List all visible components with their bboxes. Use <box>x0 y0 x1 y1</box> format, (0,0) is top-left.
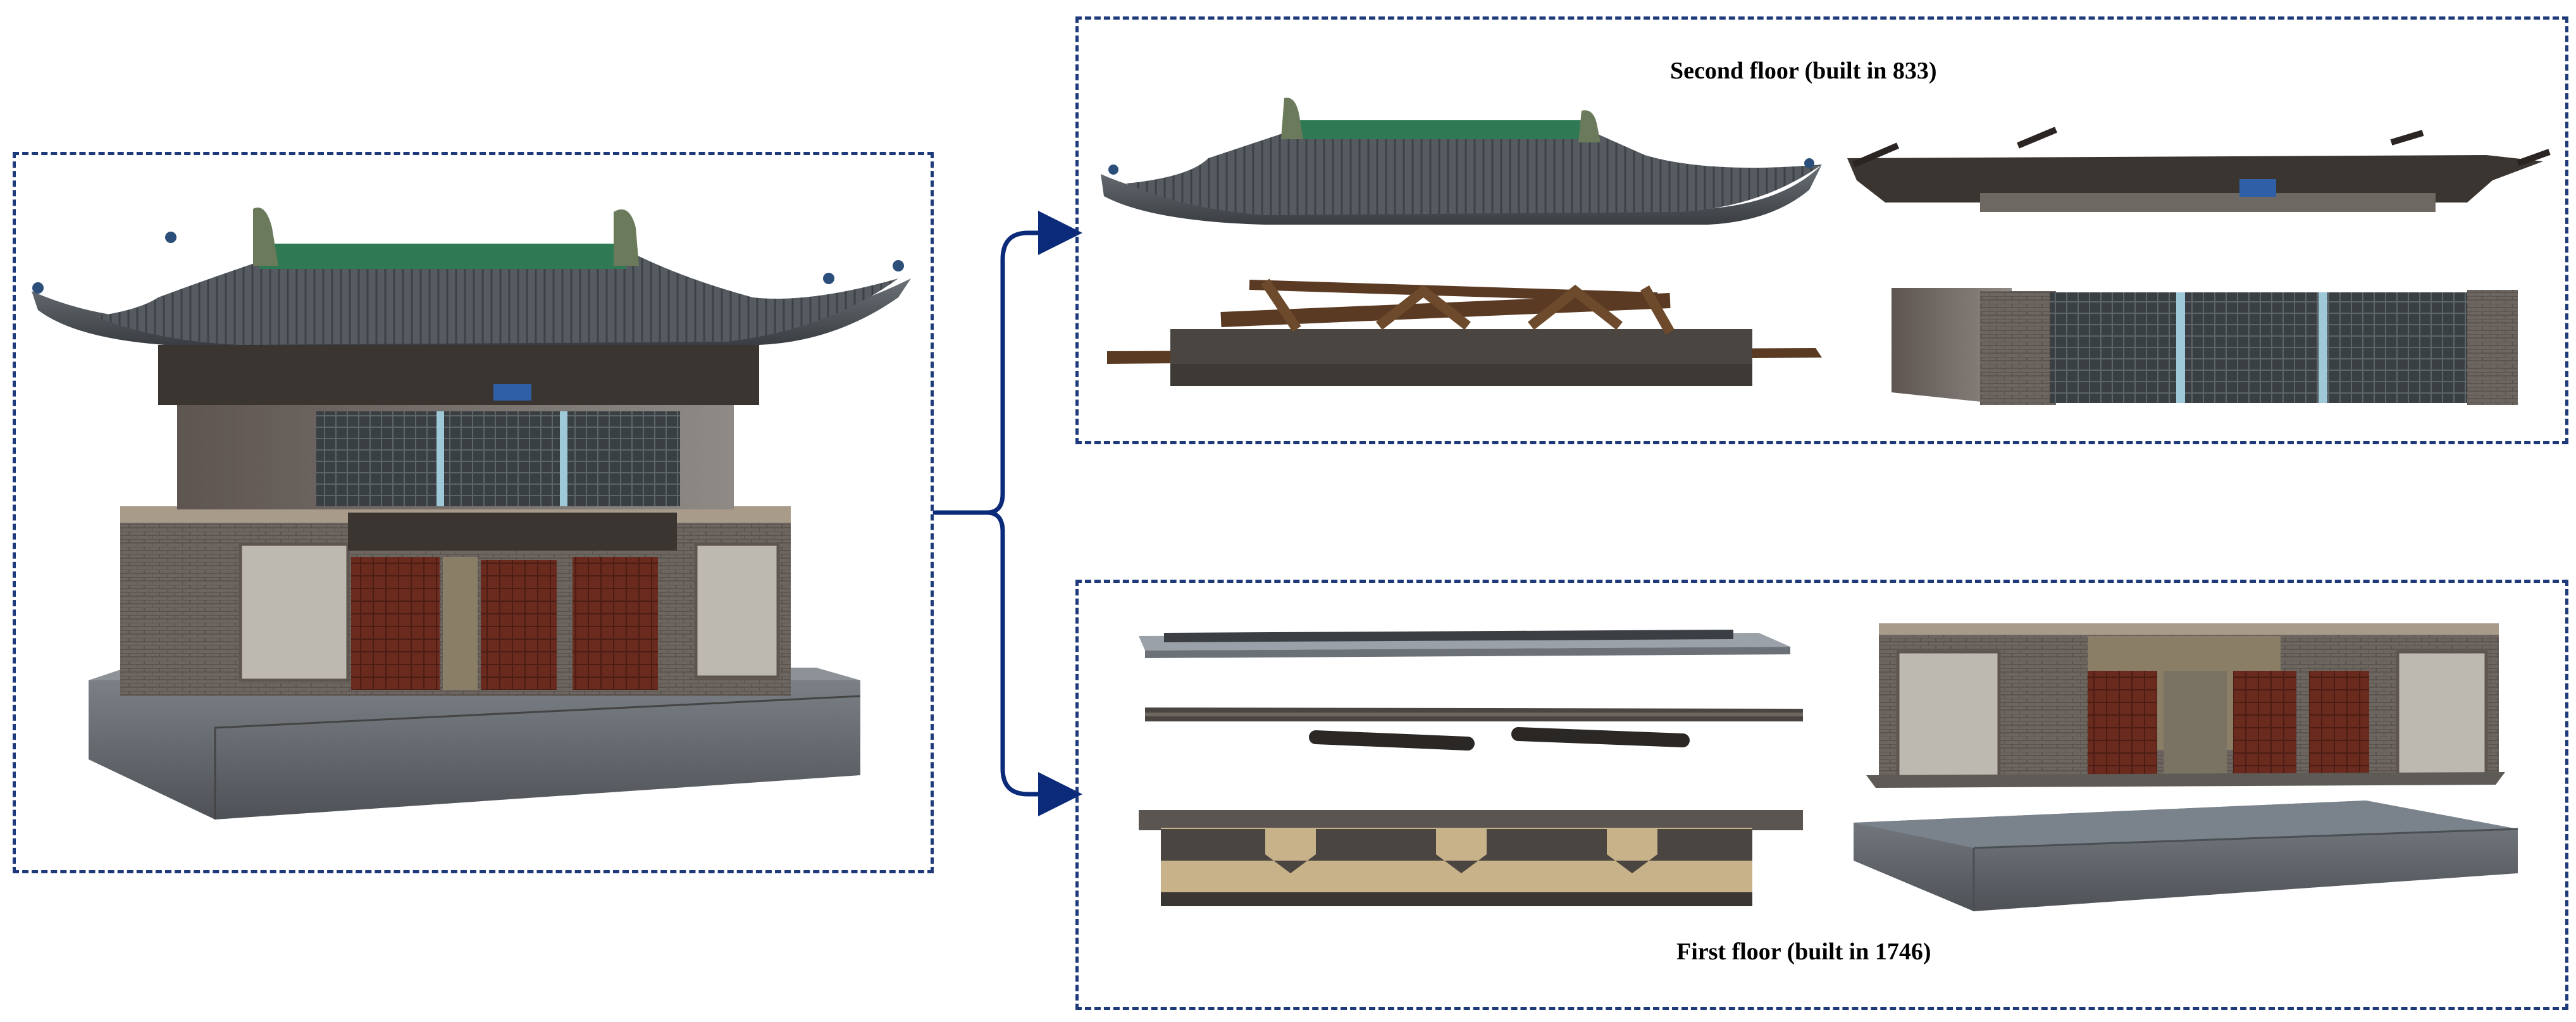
first-floor-label: First floor (built in 1746) <box>1676 938 1931 965</box>
main-building-frame <box>13 152 934 873</box>
first-floor-platform-part <box>1854 801 2518 911</box>
second-floor-roof-part <box>1101 97 1822 225</box>
first-floor-slab-part <box>1139 630 1790 658</box>
main-building-illustration <box>32 208 911 819</box>
second-floor-label: Second floor (built in 833) <box>1670 58 1937 84</box>
first-floor-wall-part <box>1866 623 2505 788</box>
second-floor-truss-part <box>1107 278 1822 386</box>
connector-bracket <box>932 211 1082 816</box>
second-floor-wall-part <box>1892 288 2518 405</box>
second-floor-bracket-part <box>1847 127 2551 212</box>
first-floor-bracket-wall-part <box>1139 810 1803 906</box>
first-floor-beam-part <box>1145 707 1803 751</box>
